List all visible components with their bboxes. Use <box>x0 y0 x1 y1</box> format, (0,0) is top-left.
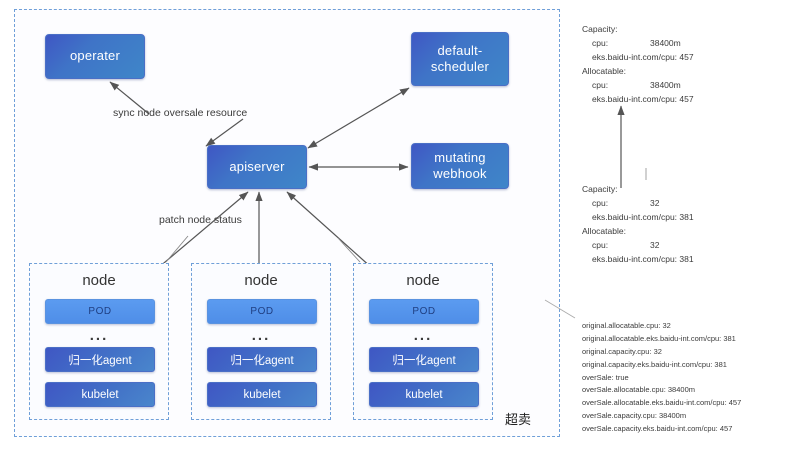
node-pod-label: POD <box>88 306 112 317</box>
node-agent-box[interactable]: 归一化agent <box>207 347 317 372</box>
box-webhook-label-line2: webhook <box>433 166 487 181</box>
node-kubelet-label: kubelet <box>81 388 119 401</box>
node-group[interactable]: node POD ... 归一化agent kubelet <box>353 263 493 420</box>
node-pod-box[interactable]: POD <box>207 299 317 324</box>
original-capacity-cpu-value: 32 <box>650 198 660 209</box>
node-ellipsis: ... <box>89 327 109 344</box>
oversold-allocatable-eks-key: eks.baidu-int.com/cpu: <box>592 94 678 105</box>
annotation-list: original.allocatable.cpu: 32 original.al… <box>582 320 741 436</box>
original-allocatable-cpu-key: cpu: <box>592 240 609 251</box>
box-operater[interactable]: operater <box>45 34 145 79</box>
node-agent-box[interactable]: 归一化agent <box>369 347 479 372</box>
node-kubelet-box[interactable]: kubelet <box>369 382 479 407</box>
annotation-item: overSale.allocatable.eks.baidu-int.com/c… <box>582 398 742 408</box>
box-webhook-label-line1: mutating <box>434 149 486 165</box>
oversold-allocatable-header: Allocatable: <box>582 66 626 77</box>
oversell-boundary-label: 超卖 <box>505 412 532 427</box>
box-scheduler-label-line2: scheduler <box>430 59 490 74</box>
node-pod-label: POD <box>250 306 274 317</box>
node-group[interactable]: node POD ... 归一化agent kubelet <box>29 263 169 420</box>
node-title: node <box>406 272 440 289</box>
box-mutating-webhook[interactable]: mutating webhook <box>411 143 509 189</box>
node-kubelet-label: kubelet <box>243 388 281 401</box>
oversold-capacity-eks-key: eks.baidu-int.com/cpu: <box>592 52 678 63</box>
oversold-allocatable-cpu-value: 38400m <box>650 80 681 91</box>
node-ellipsis: ... <box>251 327 271 344</box>
node-kubelet-box[interactable]: kubelet <box>207 382 317 407</box>
annotation-item: overSale.capacity.cpu: 38400m <box>582 411 687 421</box>
node-pod-label: POD <box>412 306 436 317</box>
box-apiserver[interactable]: apiserver <box>207 145 307 189</box>
annotation-item: original.capacity.eks.baidu-int.com/cpu:… <box>582 359 727 369</box>
oversold-capacity-eks-row: eks.baidu-int.com/cpu: 457 <box>582 50 694 64</box>
box-operater-label: operater <box>69 48 121 64</box>
oversold-allocatable-eks-row: eks.baidu-int.com/cpu: 457 <box>582 92 694 106</box>
oversold-capacity-header: Capacity: <box>582 24 618 34</box>
info-block-oversold: Capacity: cpu: 38400m eks.baidu-int.com/c… <box>582 22 694 106</box>
original-allocatable-header: Allocatable: <box>582 226 626 237</box>
info-block-original: Capacity: cpu: 32 eks.baidu-int.com/cpu: … <box>582 182 694 266</box>
node-group[interactable]: node POD ... 归一化agent kubelet <box>191 263 331 420</box>
node-agent-label: 归一化agent <box>68 354 132 367</box>
original-allocatable-eks-value: 381 <box>679 254 694 265</box>
node-agent-box[interactable]: 归一化agent <box>45 347 155 372</box>
node-kubelet-label: kubelet <box>405 388 443 401</box>
annotation-item: original.allocatable.cpu: 32 <box>582 321 671 330</box>
original-allocatable-eks-key: eks.baidu-int.com/cpu: <box>592 254 678 265</box>
node-agent-label: 归一化agent <box>230 354 294 367</box>
annotation-item: original.allocatable.eks.baidu-int.com/c… <box>582 333 736 343</box>
oversold-allocatable-cpu-row: cpu: 38400m <box>582 78 694 92</box>
node-pod-box[interactable]: POD <box>45 299 155 324</box>
original-capacity-eks-value: 381 <box>679 212 694 223</box>
oversold-capacity-cpu-key: cpu: <box>592 38 609 49</box>
node-pod-box[interactable]: POD <box>369 299 479 324</box>
oversold-capacity-cpu-row: cpu: 38400m <box>582 36 694 50</box>
original-capacity-eks-row: eks.baidu-int.com/cpu: 381 <box>582 210 694 224</box>
edge-label-patch-node-status: patch node status <box>159 214 242 226</box>
edge-label-sync-node-oversale-resource: sync node oversale resource <box>113 107 248 119</box>
node-title: node <box>244 272 278 289</box>
oversold-allocatable-eks-value: 457 <box>679 94 694 105</box>
original-capacity-cpu-row: cpu: 32 <box>582 196 694 210</box>
original-allocatable-eks-row: eks.baidu-int.com/cpu: 381 <box>582 252 694 266</box>
annotation-item: original.capacity.cpu: 32 <box>582 346 662 356</box>
node-agent-label: 归一化agent <box>392 354 456 367</box>
node-ellipsis: ... <box>413 327 433 344</box>
original-capacity-header: Capacity: <box>582 184 618 194</box>
box-scheduler-label-line1: default- <box>437 42 483 58</box>
original-capacity-eks-key: eks.baidu-int.com/cpu: <box>592 212 678 223</box>
annotation-item: overSale.capacity.eks.baidu-int.com/cpu:… <box>582 424 733 434</box>
oversold-capacity-cpu-value: 38400m <box>650 38 681 49</box>
original-allocatable-cpu-row: cpu: 32 <box>582 238 694 252</box>
box-default-scheduler[interactable]: default- scheduler <box>411 32 509 86</box>
oversold-allocatable-cpu-key: cpu: <box>592 80 609 91</box>
annotation-item: overSale.allocatable.cpu: 38400m <box>582 385 695 395</box>
oversold-capacity-eks-value: 457 <box>679 52 694 63</box>
original-allocatable-cpu-value: 32 <box>650 240 660 251</box>
node-title: node <box>82 272 116 289</box>
node-kubelet-box[interactable]: kubelet <box>45 382 155 407</box>
original-capacity-cpu-key: cpu: <box>592 198 609 209</box>
box-apiserver-label: apiserver <box>229 158 285 174</box>
annotation-item: overSale: true <box>582 372 629 382</box>
